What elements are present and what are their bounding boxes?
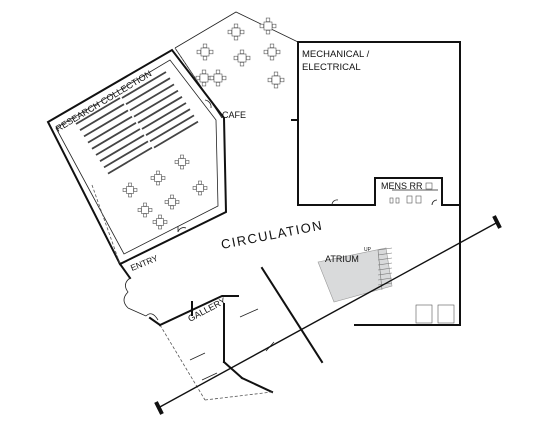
reading-table <box>137 202 153 218</box>
book-stacks <box>75 71 199 175</box>
atrium-stair <box>377 247 393 291</box>
book-stack <box>87 115 133 144</box>
cafe-table <box>209 69 227 87</box>
book-stack <box>79 103 125 131</box>
stair-tread <box>377 247 393 251</box>
label-circulation: CIRCULATION <box>220 217 325 252</box>
label-mens-rr: MENS RR <box>381 181 423 191</box>
reading-table <box>150 170 166 186</box>
reading-table <box>192 180 208 196</box>
book-stack <box>145 108 191 136</box>
book-stack <box>129 83 175 112</box>
book-stack <box>121 71 167 99</box>
book-stack <box>137 96 183 124</box>
book-stack <box>141 102 187 130</box>
cafe-table <box>267 71 285 89</box>
mens-restroom <box>374 177 461 206</box>
stair-tread <box>377 252 393 256</box>
door-swings <box>177 99 212 233</box>
label-atrium: ATRIUM <box>325 254 359 264</box>
cafe-table <box>196 43 214 61</box>
section-cut-line <box>154 215 502 415</box>
book-stack <box>83 109 129 138</box>
atrium <box>317 247 393 303</box>
stair-tread <box>377 262 393 266</box>
research-collection-room <box>46 48 228 266</box>
book-stack <box>149 114 195 143</box>
gallery-area <box>158 266 324 401</box>
label-mechanical-line2: ELECTRICAL <box>302 62 361 73</box>
cafe-tables <box>195 17 285 89</box>
book-stack <box>103 140 149 169</box>
east-wall <box>354 204 461 326</box>
cafe-table <box>233 49 251 67</box>
stair-tread <box>377 277 393 281</box>
stair-rail <box>377 249 383 291</box>
label-cafe: CAFE <box>222 110 246 120</box>
cafe-table <box>259 17 277 35</box>
book-stack <box>91 122 137 150</box>
reading-table <box>122 182 138 198</box>
book-stack <box>125 77 171 105</box>
book-stack <box>107 146 153 175</box>
label-entry: ENTRY <box>129 253 160 273</box>
book-stack <box>133 89 179 118</box>
entry-vestibule <box>91 184 162 327</box>
book-stack <box>95 128 141 156</box>
cafe-table <box>263 43 281 61</box>
cafe-table <box>227 23 245 41</box>
book-stack <box>75 97 121 125</box>
atrium-void <box>317 247 393 303</box>
reading-table <box>164 194 180 210</box>
mechanical-room <box>291 41 461 206</box>
reading-table <box>174 154 190 170</box>
book-stack <box>99 134 145 162</box>
label-mechanical-line1: MECHANICAL / <box>302 49 370 60</box>
book-stack <box>153 120 199 149</box>
label-up: UP <box>364 247 372 253</box>
reading-tables <box>122 154 208 230</box>
reading-table <box>152 214 168 230</box>
stair-tread <box>377 257 393 261</box>
stair-tread <box>377 267 393 271</box>
